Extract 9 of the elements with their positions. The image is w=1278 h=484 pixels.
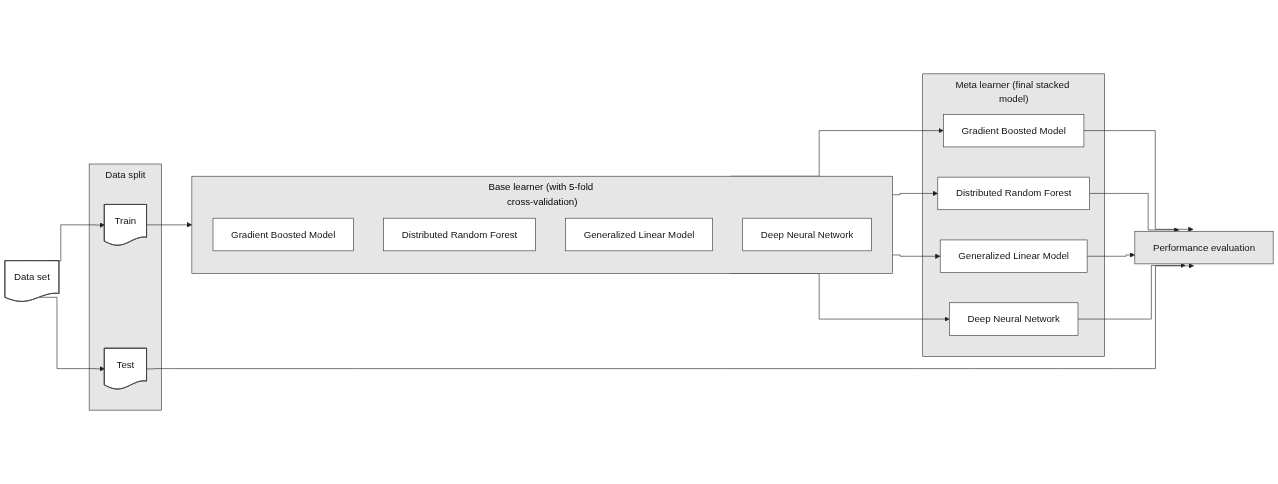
node-box: Deep Neural Network — [949, 302, 1079, 336]
node-box: Distributed Random Forest — [937, 176, 1090, 211]
node-box: Generalized Linear Model — [939, 239, 1088, 273]
node-box: Gradient Boosted Model — [212, 217, 354, 252]
node-box: Distributed Random Forest — [383, 217, 536, 252]
node-box: Generalized Linear Model — [565, 217, 713, 252]
node-box: Performance evaluation — [1134, 231, 1274, 265]
node-box: Gradient Boosted Model — [943, 114, 1085, 148]
node-box: Deep Neural Network — [742, 217, 872, 252]
